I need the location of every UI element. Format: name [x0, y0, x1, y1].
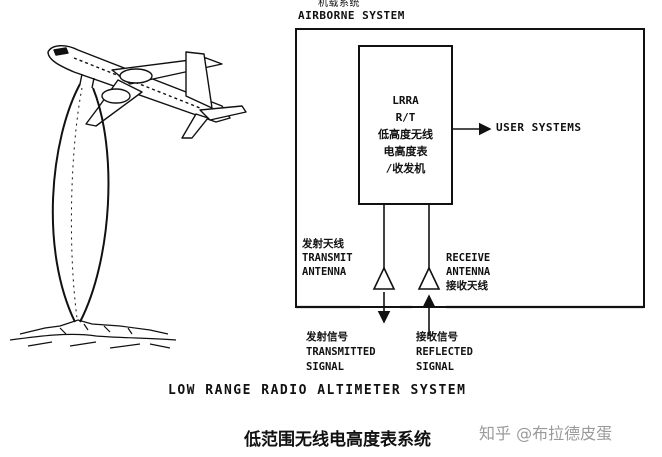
receive-antenna-label-cn: 接收天线: [446, 280, 488, 292]
user-systems-label: USER SYSTEMS: [496, 121, 582, 134]
airborne-system-label-cn: 机载系统: [318, 0, 360, 9]
receive-antenna-icon: [417, 266, 441, 290]
radar-beam-lobe: [51, 83, 110, 323]
airplane-illustration: [47, 45, 247, 139]
transmit-antenna-icon: [372, 266, 396, 290]
transmit-antenna-label-cn: 发射天线: [302, 238, 344, 250]
transmit-antenna-label: 发射天线 TRANSMIT ANTENNA: [302, 237, 353, 279]
receive-antenna-label-en1: RECEIVE: [446, 252, 491, 264]
transmit-antenna-label-en1: TRANSMIT: [302, 252, 353, 264]
caption-chinese: 低范围无线电高度表系统: [244, 430, 431, 450]
receive-antenna-label: RECEIVE ANTENNA 接收天线: [446, 251, 490, 293]
airborne-system-box: [295, 28, 645, 308]
lrra-label-line5: /收发机: [385, 162, 426, 175]
transmitted-signal-label-en2: SIGNAL: [306, 361, 344, 373]
lrra-label-line4: 电高度表: [383, 145, 428, 158]
lrra-label-line2: R/T: [395, 111, 416, 124]
reflected-signal-label-en2: SIGNAL: [416, 361, 454, 373]
transmitted-signal-label: 发射信号 TRANSMITTED SIGNAL: [306, 330, 376, 375]
lrra-transceiver-box: [358, 45, 453, 205]
ground-terrain: [9, 319, 177, 349]
transmitted-signal-label-en1: TRANSMITTED: [306, 346, 376, 358]
lrra-label-line3: 低高度无线: [378, 128, 433, 141]
watermark: 知乎 @布拉德皮蛋: [479, 424, 613, 443]
reflected-signal-label-cn: 接收信号: [416, 331, 458, 343]
lrra-label-line1: LRRA: [392, 94, 419, 107]
airborne-system-label-en: AIRBORNE SYSTEM: [298, 9, 405, 22]
reflected-signal-label: 接收信号 REFLECTED SIGNAL: [416, 330, 473, 375]
antenna-feed-lines: [383, 204, 430, 268]
reflected-signal-label-en1: REFLECTED: [416, 346, 473, 358]
transmitted-signal-label-cn: 发射信号: [306, 331, 348, 343]
caption-english: LOW RANGE RADIO ALTIMETER SYSTEM: [168, 383, 467, 398]
lrra-label: LRRA R/T 低高度无线 电高度表 /收发机: [358, 92, 453, 177]
transmit-antenna-label-en2: ANTENNA: [302, 266, 347, 278]
receive-antenna-label-en2: ANTENNA: [446, 266, 491, 278]
